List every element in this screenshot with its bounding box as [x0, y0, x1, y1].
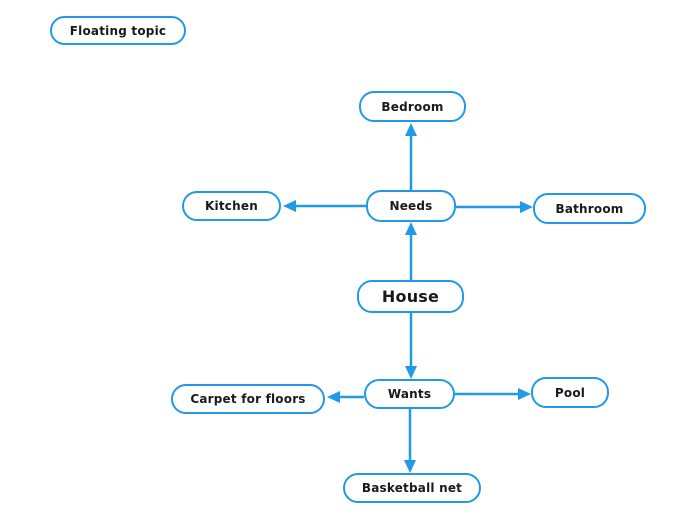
topic-label: Floating topic [69, 23, 167, 38]
topic-basketball-net[interactable]: Basketball net [343, 473, 481, 503]
arrow-wants-to-carpet-for-floors [327, 391, 364, 403]
topic-carpet-for-floors[interactable]: Carpet for floors [171, 384, 325, 414]
topic-house[interactable]: House [357, 280, 464, 313]
arrowhead-icon [518, 388, 531, 400]
arrowhead-icon [405, 123, 417, 136]
arrowhead-icon [405, 366, 417, 379]
arrowhead-icon [283, 200, 296, 212]
topic-label: Wants [387, 387, 432, 401]
arrow-wants-to-basketball-net [404, 409, 416, 473]
topic-label: Kitchen [205, 199, 258, 213]
topic-label: House [381, 287, 440, 306]
topic-wants[interactable]: Wants [364, 379, 455, 409]
topic-bathroom[interactable]: Bathroom [533, 193, 646, 224]
arrowhead-icon [327, 391, 340, 403]
topic-label: Carpet for floors [190, 392, 306, 406]
topic-floating-topic[interactable]: Floating topic [50, 16, 186, 45]
arrow-needs-to-bathroom [456, 201, 533, 213]
topic-label: Bathroom [555, 201, 624, 216]
topic-label: Basketball net [361, 481, 463, 495]
arrow-wants-to-pool [455, 388, 531, 400]
arrowhead-icon [405, 222, 417, 235]
topic-pool[interactable]: Pool [531, 377, 609, 408]
arrow-needs-to-kitchen [283, 200, 366, 212]
topic-kitchen[interactable]: Kitchen [182, 191, 281, 221]
arrowhead-icon [520, 201, 533, 213]
arrow-needs-to-bedroom [405, 123, 417, 190]
arrowhead-icon [404, 460, 416, 473]
arrow-house-to-needs [405, 222, 417, 280]
arrow-house-to-wants [405, 313, 417, 379]
topic-label: Bedroom [381, 99, 444, 114]
topic-label: Pool [554, 385, 586, 400]
topic-bedroom[interactable]: Bedroom [359, 91, 466, 122]
topic-needs[interactable]: Needs [366, 190, 456, 222]
topic-label: Needs [389, 199, 433, 213]
